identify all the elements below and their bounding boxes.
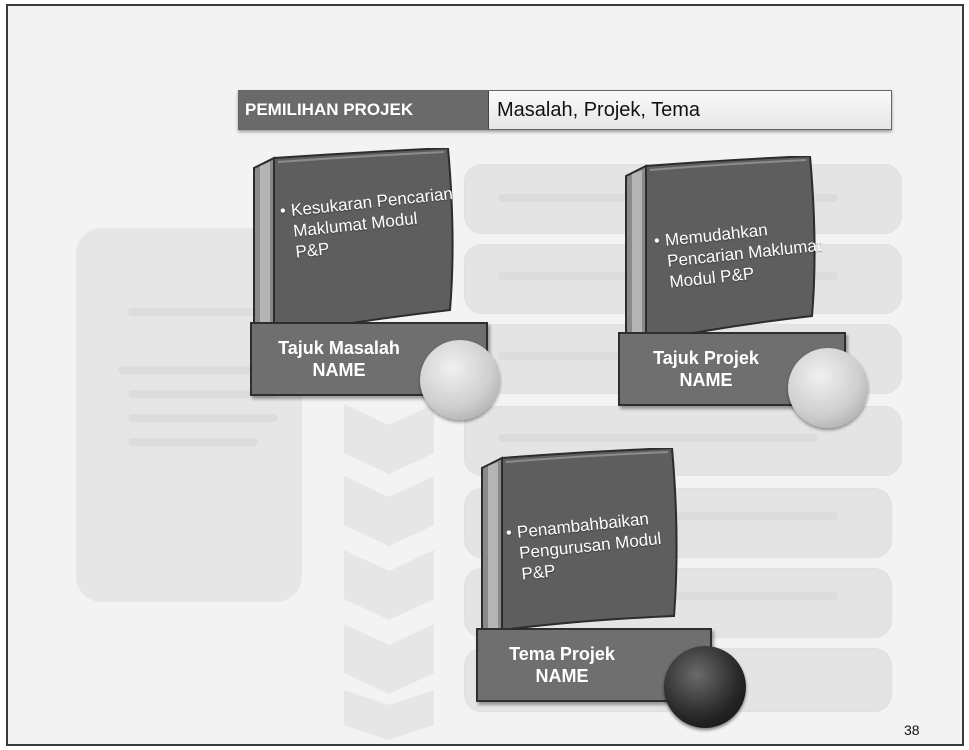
title-subject: Masalah, Projek, Tema bbox=[489, 91, 891, 129]
title-bar: PEMILIHAN PROJEK Masalah, Projek, Tema bbox=[238, 90, 892, 130]
background-chevron bbox=[344, 404, 434, 474]
background-line bbox=[118, 366, 278, 374]
slide: PEMILIHAN PROJEK Masalah, Projek, Tema •… bbox=[6, 4, 964, 746]
background-chevron bbox=[344, 624, 434, 694]
label-line: Tema Projek bbox=[509, 644, 615, 664]
circle-icon bbox=[420, 340, 500, 420]
dark-circle-icon bbox=[664, 646, 746, 728]
label-line: NAME bbox=[312, 360, 366, 380]
background-line bbox=[128, 390, 278, 398]
book-card-theme: • Penambahbaikan Pengurusan Modul P&P bbox=[470, 448, 730, 708]
label-line: Tajuk Projek bbox=[653, 348, 759, 368]
book-icon bbox=[481, 448, 678, 636]
background-line bbox=[128, 308, 278, 316]
background-line bbox=[658, 512, 838, 520]
book-card-project: • Memudahkan Pencarian Maklumat Modul P&… bbox=[614, 156, 874, 416]
label-line: Tajuk Masalah bbox=[278, 338, 400, 358]
label-line: NAME bbox=[535, 666, 589, 686]
background-line bbox=[128, 414, 278, 422]
background-chevron bbox=[344, 690, 434, 740]
book-icon bbox=[625, 156, 816, 350]
background-chevron bbox=[344, 476, 434, 546]
background-line bbox=[658, 592, 838, 600]
page-number: 38 bbox=[904, 722, 920, 738]
circle-icon bbox=[788, 348, 868, 428]
background-chevron bbox=[344, 550, 434, 620]
title-label: PEMILIHAN PROJEK bbox=[239, 91, 489, 129]
label-box-project: Tajuk Projek NAME bbox=[618, 332, 846, 406]
background-line bbox=[498, 434, 818, 442]
book-card-problem: • Kesukaran Pencarian Maklumat Modul P&P bbox=[242, 148, 502, 408]
background-line bbox=[128, 438, 258, 446]
book-icon bbox=[253, 148, 454, 342]
label-line: NAME bbox=[679, 370, 733, 390]
